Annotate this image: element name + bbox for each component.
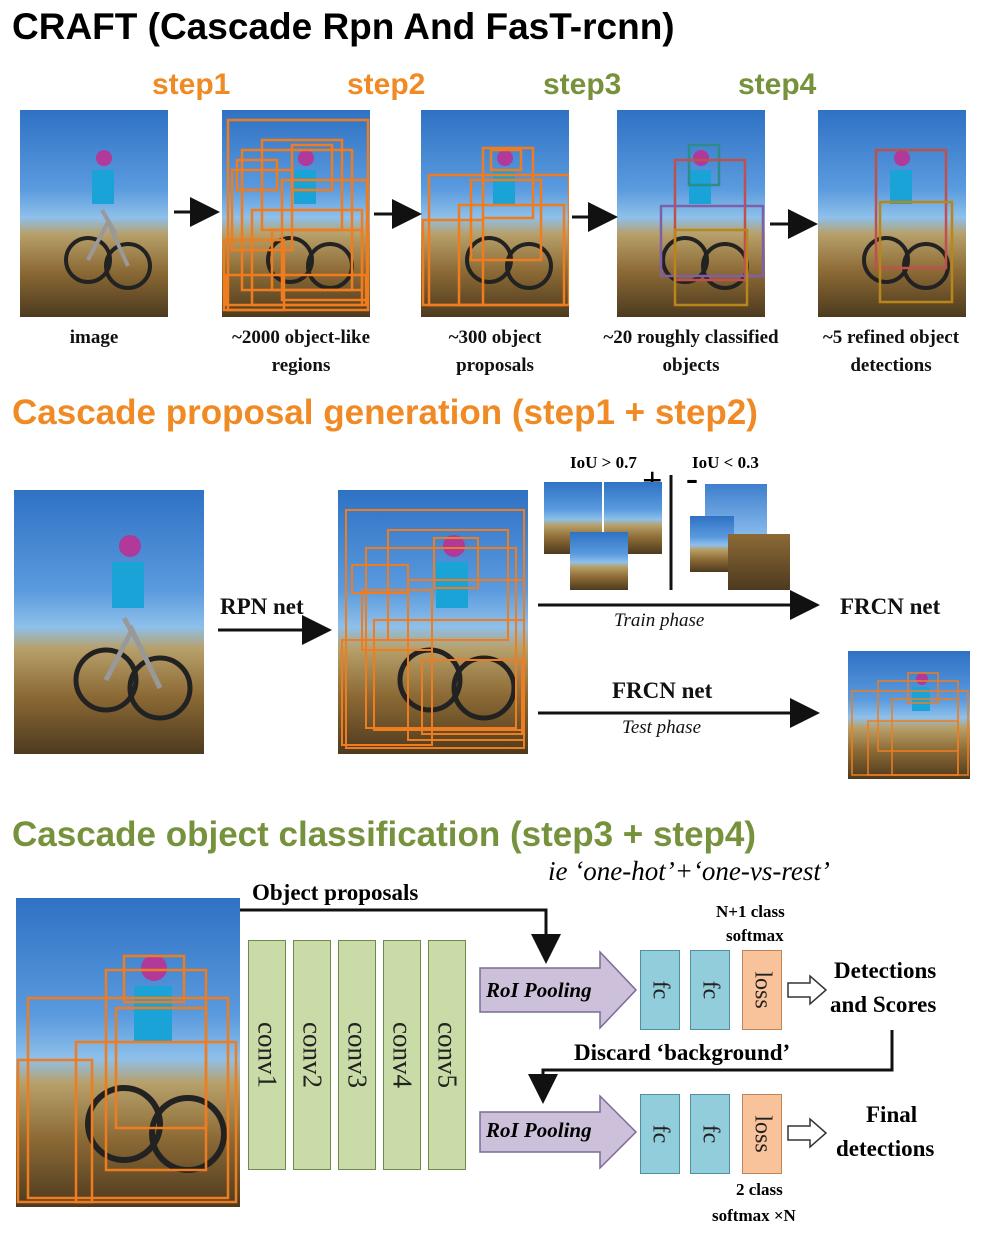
minus-sign: - <box>686 458 698 498</box>
detections-line2: and Scores <box>830 992 937 1017</box>
negative-crop-2 <box>690 516 734 572</box>
rpn-net-label: RPN net <box>220 594 304 619</box>
pipeline-arrows <box>174 197 818 239</box>
cyclist-photo-icon <box>851 672 969 776</box>
fc-block-1b: fc <box>690 950 730 1030</box>
two-class-line2: softmax ×N <box>712 1206 796 1225</box>
section-title-proposal: Cascade proposal generation (step1 + ste… <box>12 393 758 432</box>
step-label-3: step3 <box>543 68 622 101</box>
s1-test-output-image <box>848 651 970 779</box>
cyclist-photo-icon <box>73 535 193 721</box>
fc-label: fc <box>697 1124 724 1144</box>
pipeline-image-detections <box>818 110 966 317</box>
caption-classified: ~20 roughly classified objects <box>603 327 779 376</box>
pipeline-image-classified <box>617 110 765 317</box>
caption-regions: ~2000 object-like regions <box>231 327 371 376</box>
cyclist-photo-icon <box>862 148 954 304</box>
s2-arrows <box>240 908 894 1170</box>
s1-input-image <box>14 490 204 754</box>
s2-input-image <box>16 898 240 1207</box>
n1-softmax-line2: softmax <box>726 926 784 945</box>
fc-block-1a: fc <box>640 950 680 1030</box>
conv1-block: conv1 <box>248 940 286 1170</box>
caption-image: image <box>69 327 119 348</box>
fc-label: fc <box>647 980 674 1000</box>
fc-block-2a: fc <box>640 1094 680 1174</box>
roi-pooling-label-2[interactable]: RoI Pooling <box>486 1118 592 1142</box>
caption-detections: ~5 refined object detections <box>822 327 960 376</box>
pipeline-image-regions <box>222 110 370 317</box>
pipeline-image-proposals <box>421 110 569 317</box>
loss-block-2: loss <box>742 1094 782 1174</box>
loss-label: loss <box>749 971 776 1009</box>
conv2-block: conv2 <box>293 940 331 1170</box>
iou-positive-label: IoU > 0.7 <box>570 453 637 472</box>
final-line1: Final <box>866 1102 918 1127</box>
cyclist-photo-icon <box>341 509 525 749</box>
object-proposals-label: Object proposals <box>252 880 419 905</box>
iou-negative-label: IoU < 0.3 <box>692 453 759 472</box>
roi-pooling-label-1[interactable]: RoI Pooling <box>486 978 592 1002</box>
cyclist-photo-icon <box>64 150 152 290</box>
fc-label: fc <box>697 980 724 1000</box>
cyclist-photo-icon <box>659 143 765 307</box>
step-label-4: step4 <box>738 68 817 101</box>
s1-regions-image <box>338 490 528 754</box>
two-class-line1: 2 class <box>736 1180 783 1199</box>
fc-label: fc <box>647 1124 674 1144</box>
negative-crop-3 <box>728 534 790 590</box>
positive-crop-3 <box>570 532 628 590</box>
test-phase-label: Test phase <box>622 717 702 738</box>
n1-softmax-line1: N+1 class <box>716 902 785 921</box>
cyclist-photo-icon <box>421 146 569 307</box>
discard-background-label: Discard ‘background’ <box>574 1040 791 1065</box>
train-phase-label: Train phase <box>614 610 705 631</box>
fc-block-2b: fc <box>690 1094 730 1174</box>
conv4-block: conv4 <box>383 940 421 1170</box>
s1-arrows <box>218 475 820 728</box>
loss-block-1: loss <box>742 950 782 1030</box>
loss-label: loss <box>749 1115 776 1153</box>
caption-proposals: ~300 object proposals <box>448 327 542 376</box>
frcn-net-train-label: FRCN net <box>840 594 941 619</box>
page-title: CRAFT (Cascade Rpn And FasT-rcnn) <box>12 6 675 47</box>
final-line2: detections <box>836 1136 935 1161</box>
one-hot-note: ie ‘one-hot’+‘one-vs-rest’ <box>548 856 830 886</box>
conv5-block: conv5 <box>428 940 466 1170</box>
step-label-2: step2 <box>347 68 426 101</box>
step-label-1: step1 <box>152 68 231 101</box>
detections-line1: Detections <box>834 958 937 983</box>
pipeline-image-input <box>20 110 168 317</box>
frcn-net-test-label: FRCN net <box>612 678 713 703</box>
cyclist-photo-icon <box>16 954 238 1204</box>
cyclist-photo-icon <box>222 118 370 312</box>
conv3-block: conv3 <box>338 940 376 1170</box>
section-title-classification: Cascade object classification (step3 + s… <box>12 815 757 854</box>
